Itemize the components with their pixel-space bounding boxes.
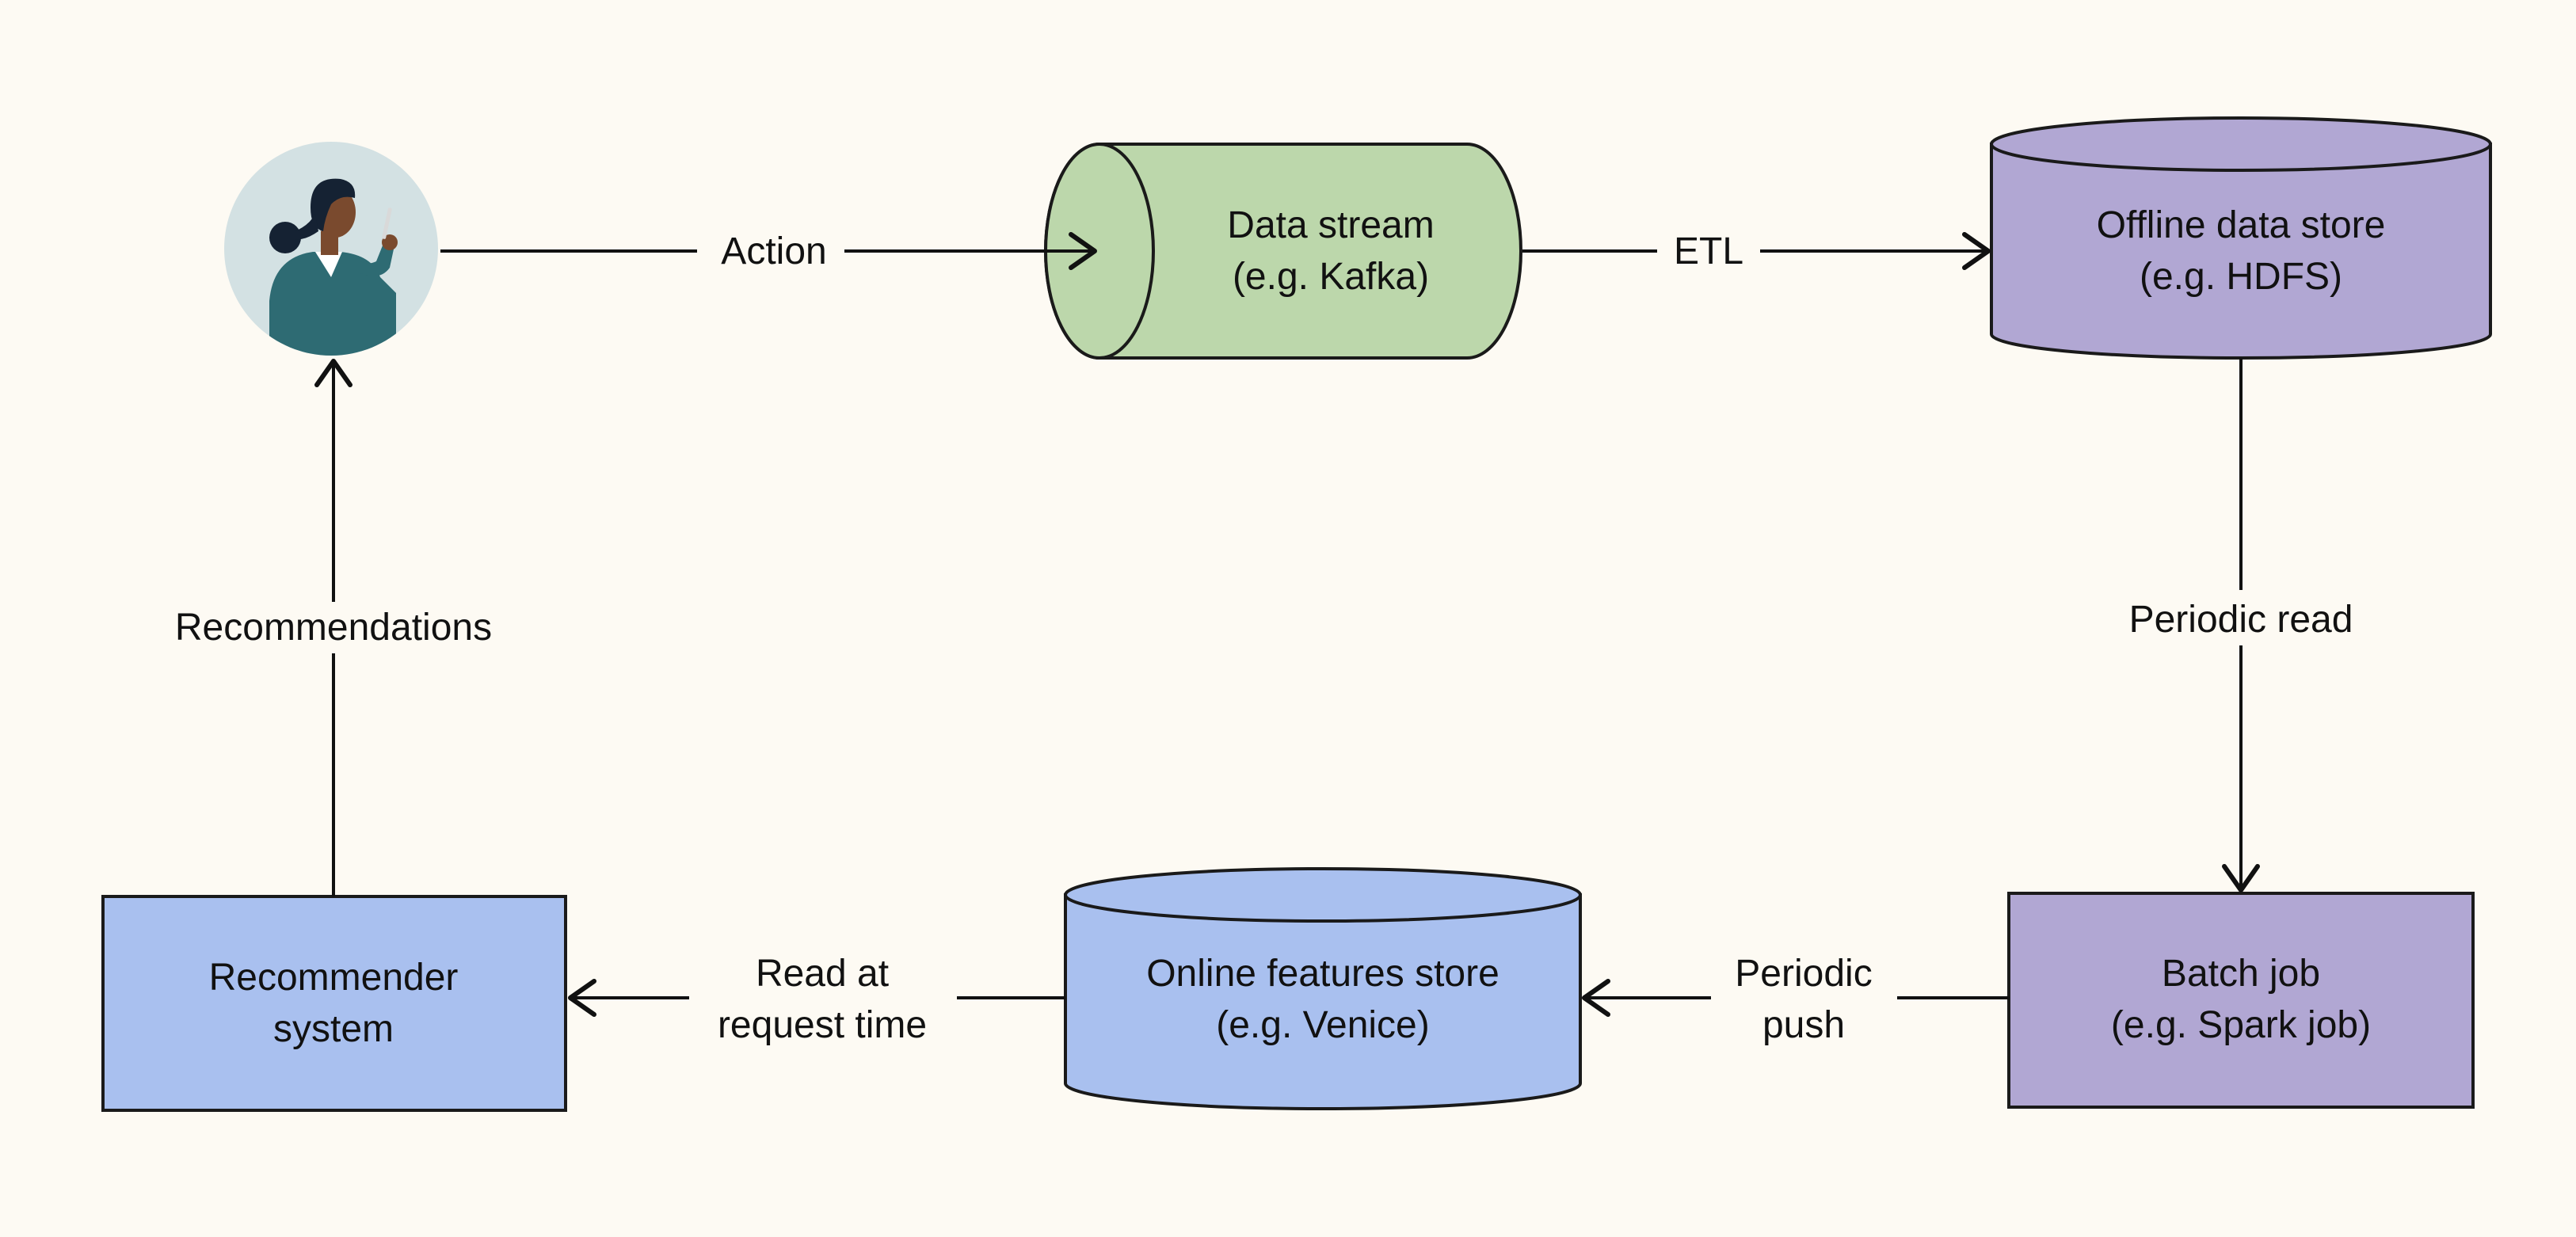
edge-periodic-push: Periodic push xyxy=(1582,953,2009,1046)
batch-job-sublabel: (e.g. Spark job) xyxy=(2111,1004,2371,1046)
edge-label-periodic-push-1: Periodic xyxy=(1735,953,1872,995)
edge-label-recommendations: Recommendations xyxy=(175,607,492,649)
online-features-store-sublabel: (e.g. Venice) xyxy=(1216,1004,1429,1046)
person-avatar-icon xyxy=(224,142,438,356)
offline-data-store-node: Offline data store (e.g. HDFS) xyxy=(1990,116,2492,360)
recommender-system-node: Recommender system xyxy=(101,895,567,1112)
edge-label-request-time: request time xyxy=(718,1004,927,1046)
recommender-system-label: Recommender xyxy=(209,957,459,999)
edge-etl: ETL xyxy=(1522,230,1991,272)
recommender-system-sublabel: system xyxy=(273,1008,394,1050)
edge-label-read-at: Read at xyxy=(756,953,889,995)
edge-label-etl: ETL xyxy=(1674,230,1743,272)
online-features-store-node: Online features store (e.g. Venice) xyxy=(1064,867,1582,1110)
edge-read-at-request-time: Read at request time xyxy=(568,953,1065,1046)
edge-label-action: Action xyxy=(721,230,826,272)
edge-action: Action xyxy=(440,230,1097,272)
edge-label-periodic-read: Periodic read xyxy=(2129,599,2353,641)
batch-job-node: Batch job (e.g. Spark job) xyxy=(2007,892,2475,1109)
batch-job-label: Batch job xyxy=(2162,953,2320,995)
data-stream-node: Data stream (e.g. Kafka) xyxy=(1044,143,1522,360)
online-features-store-label: Online features store xyxy=(1146,953,1499,995)
edge-periodic-read: Periodic read xyxy=(2129,358,2353,893)
offline-data-store-sublabel: (e.g. HDFS) xyxy=(2140,256,2342,298)
data-stream-label: Data stream xyxy=(1227,204,1434,246)
edge-recommendations: Recommendations xyxy=(175,359,492,896)
offline-data-store-label: Offline data store xyxy=(2097,204,2386,246)
edge-label-periodic-push-2: push xyxy=(1762,1004,1845,1046)
data-stream-sublabel: (e.g. Kafka) xyxy=(1233,256,1429,298)
